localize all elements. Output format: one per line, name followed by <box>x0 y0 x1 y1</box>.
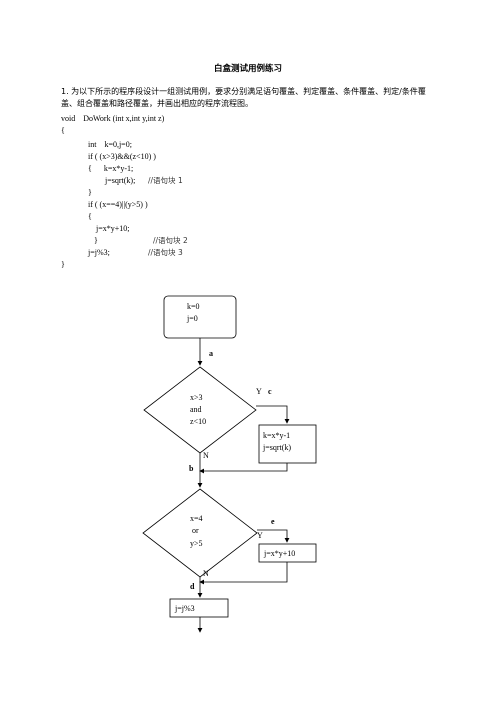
statement-block-1 <box>258 424 317 464</box>
code-line: if ( (x>3)&&(z<10) ) <box>88 152 156 161</box>
statement-block-2 <box>258 543 317 563</box>
code-line: } <box>88 188 92 197</box>
decision-2 <box>142 488 258 578</box>
flow-arrow <box>199 463 288 474</box>
code-line: if ( (x==4)||(y>5) ) <box>88 200 148 209</box>
code-line: void DoWork (int x,int y,int z) <box>61 114 165 123</box>
statement-block-2-line: j=x*y+10 <box>263 549 295 558</box>
statement-block-3-line: j=j%3 <box>174 604 195 613</box>
path-label-e: e <box>271 517 275 526</box>
code-line: } <box>61 260 65 269</box>
yes-label: Y <box>257 531 263 540</box>
code-line: int k=0,j=0; <box>88 140 132 149</box>
code-line: j=sqrt(k); <box>105 176 136 185</box>
decision-1-line: z<10 <box>190 417 206 426</box>
code-comment: //语句块 3 <box>148 248 183 257</box>
code-line: { k=x*y-1; <box>88 164 134 173</box>
decision-1-line: and <box>190 405 202 414</box>
statement-block-3 <box>169 598 229 618</box>
decision-2-line: x=4 <box>190 514 203 523</box>
path-label-b: b <box>189 464 194 473</box>
statement-block-1-line: k=x*y-1 <box>263 431 290 440</box>
path-label-a: a <box>209 349 213 358</box>
code-line: j=x*y+10; <box>96 224 130 233</box>
no-label: N <box>203 569 209 578</box>
code-line: { <box>88 212 92 221</box>
decision-1-line: x>3 <box>190 393 203 402</box>
start-box-line: k=0 <box>187 302 200 311</box>
path-label-c: c <box>268 387 272 396</box>
flow-arrow <box>199 562 288 585</box>
path-label-d: d <box>190 582 195 591</box>
statement-block-1-line: j=sqrt(k) <box>262 443 291 452</box>
code-line: j=j%3; <box>88 248 110 257</box>
no-label: N <box>203 451 209 460</box>
start-box-line: j=0 <box>186 314 198 323</box>
question-text: 1. 为以下所示的程序段设计一组测试用例，要求分别满足语句覆盖、判定覆盖、条件覆… <box>61 87 426 108</box>
code-line: } <box>94 236 98 245</box>
page-title: 白盒测试用例练习 <box>213 64 282 74</box>
start-box <box>163 295 237 339</box>
flow-arrow <box>257 529 290 543</box>
code-comment: //语句块 2 <box>153 236 188 245</box>
decision-2-line: or <box>192 526 199 535</box>
code-comment: //语句块 1 <box>148 176 183 185</box>
yes-label: Y <box>256 387 262 396</box>
code-line: { <box>61 126 65 135</box>
decision-2-line: y>5 <box>190 539 203 548</box>
flow-arrow <box>256 405 290 424</box>
